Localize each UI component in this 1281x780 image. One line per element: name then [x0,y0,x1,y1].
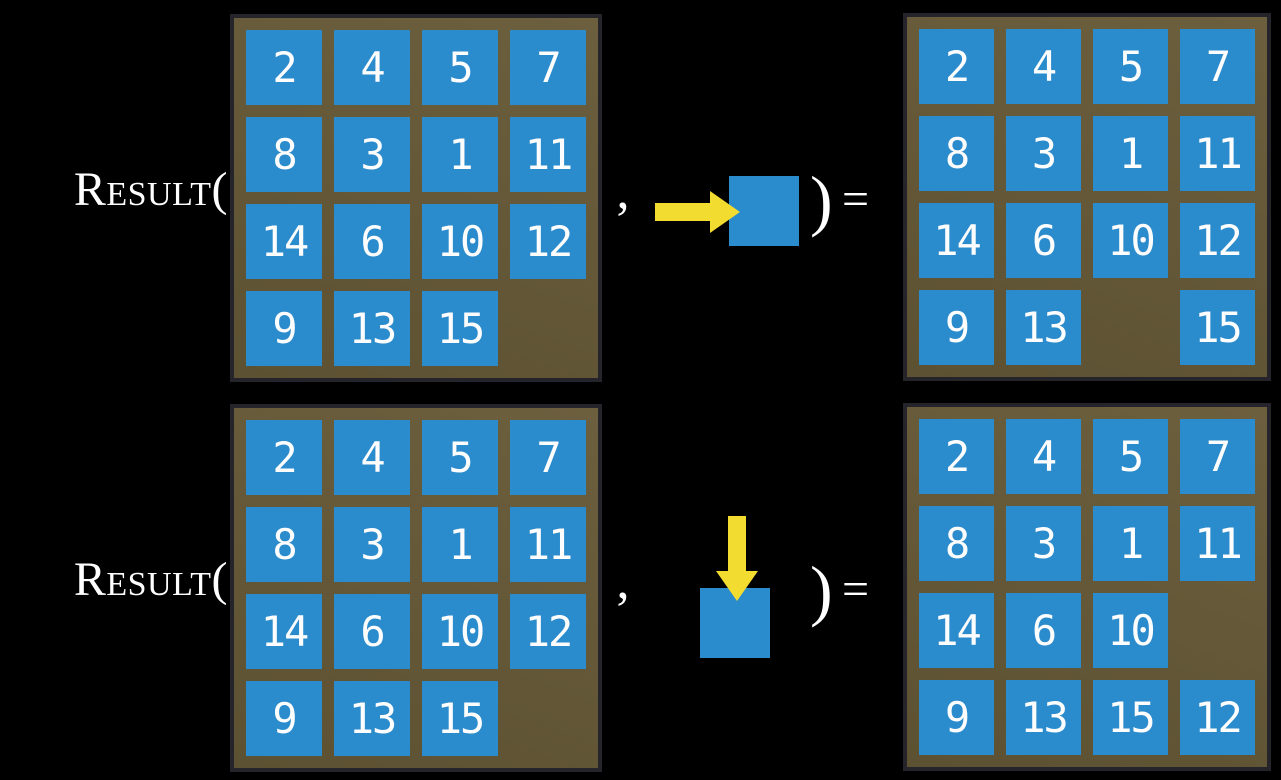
equals-sign: = [842,563,870,616]
puzzle-tile: 1 [422,117,498,192]
puzzle-tile: 9 [919,290,994,365]
puzzle-tile: 3 [1006,506,1081,581]
puzzle-tile: 12 [510,204,586,279]
puzzle-tile: 7 [510,30,586,105]
puzzle-tile: 15 [422,291,498,366]
puzzle-tile: 10 [422,594,498,669]
puzzle-tile: 3 [1006,116,1081,191]
close-paren: ) [810,162,833,238]
empty-cell [1093,290,1168,365]
result-function-label: Result( [73,553,228,606]
puzzle-tile: 11 [1180,116,1255,191]
right-arrow-icon [655,190,740,234]
puzzle-tile: 14 [919,593,994,668]
puzzle-tile: 13 [334,291,410,366]
puzzle-tile: 12 [510,594,586,669]
comma-separator: , [616,553,630,610]
puzzle-tile: 9 [246,291,322,366]
puzzle-tile: 3 [334,117,410,192]
puzzle-tile: 1 [1093,506,1168,581]
puzzle-tile: 5 [1093,29,1168,104]
puzzle-tile: 12 [1180,680,1255,755]
puzzle-tile: 2 [919,29,994,104]
puzzle-tile: 10 [1093,593,1168,668]
puzzle-tile: 14 [246,204,322,279]
puzzle-tile: 13 [334,681,410,756]
puzzle-tile: 4 [1006,29,1081,104]
puzzle-tile: 15 [1093,680,1168,755]
equals-sign: = [842,173,870,226]
puzzle-tile: 11 [1180,506,1255,581]
puzzle-tile: 8 [246,507,322,582]
empty-cell [510,291,586,366]
puzzle-tile: 8 [919,116,994,191]
puzzle-tile: 13 [1006,680,1081,755]
puzzle-tile: 2 [919,419,994,494]
puzzle-tile: 6 [1006,203,1081,278]
puzzle-tile: 5 [422,30,498,105]
puzzle-tile: 4 [1006,419,1081,494]
puzzle-tile: 10 [422,204,498,279]
puzzle-tile: 9 [246,681,322,756]
puzzle-tile: 7 [1180,29,1255,104]
puzzle-tile: 5 [1093,419,1168,494]
puzzle-tile: 11 [510,117,586,192]
action-tile-square [700,588,770,658]
puzzle-tile: 8 [246,117,322,192]
puzzle-tile: 4 [334,420,410,495]
puzzle-tile: 15 [1180,290,1255,365]
puzzle-tile: 6 [334,594,410,669]
puzzle-tile: 10 [1093,203,1168,278]
puzzle-tile: 1 [1093,116,1168,191]
down-arrow-icon [715,516,759,601]
puzzle-tile: 14 [919,203,994,278]
puzzle-tile: 7 [510,420,586,495]
result-function-label: Result( [73,163,228,216]
action-tile-square [729,176,799,246]
puzzle-tile: 1 [422,507,498,582]
puzzle-tile: 4 [334,30,410,105]
puzzle-tile: 6 [1006,593,1081,668]
puzzle-tile: 6 [334,204,410,279]
puzzle-tile: 3 [334,507,410,582]
puzzle-tile: 11 [510,507,586,582]
close-paren: ) [810,552,833,628]
puzzle-tile: 2 [246,30,322,105]
comma-separator: , [616,163,630,220]
puzzle-tile: 8 [919,506,994,581]
puzzle-tile: 7 [1180,419,1255,494]
puzzle-tile: 13 [1006,290,1081,365]
puzzle-tile: 12 [1180,203,1255,278]
puzzle-tile: 15 [422,681,498,756]
puzzle-tile: 14 [246,594,322,669]
puzzle-tile: 2 [246,420,322,495]
empty-cell [1180,593,1255,668]
puzzle-tile: 9 [919,680,994,755]
puzzle-tile: 5 [422,420,498,495]
empty-cell [510,681,586,756]
